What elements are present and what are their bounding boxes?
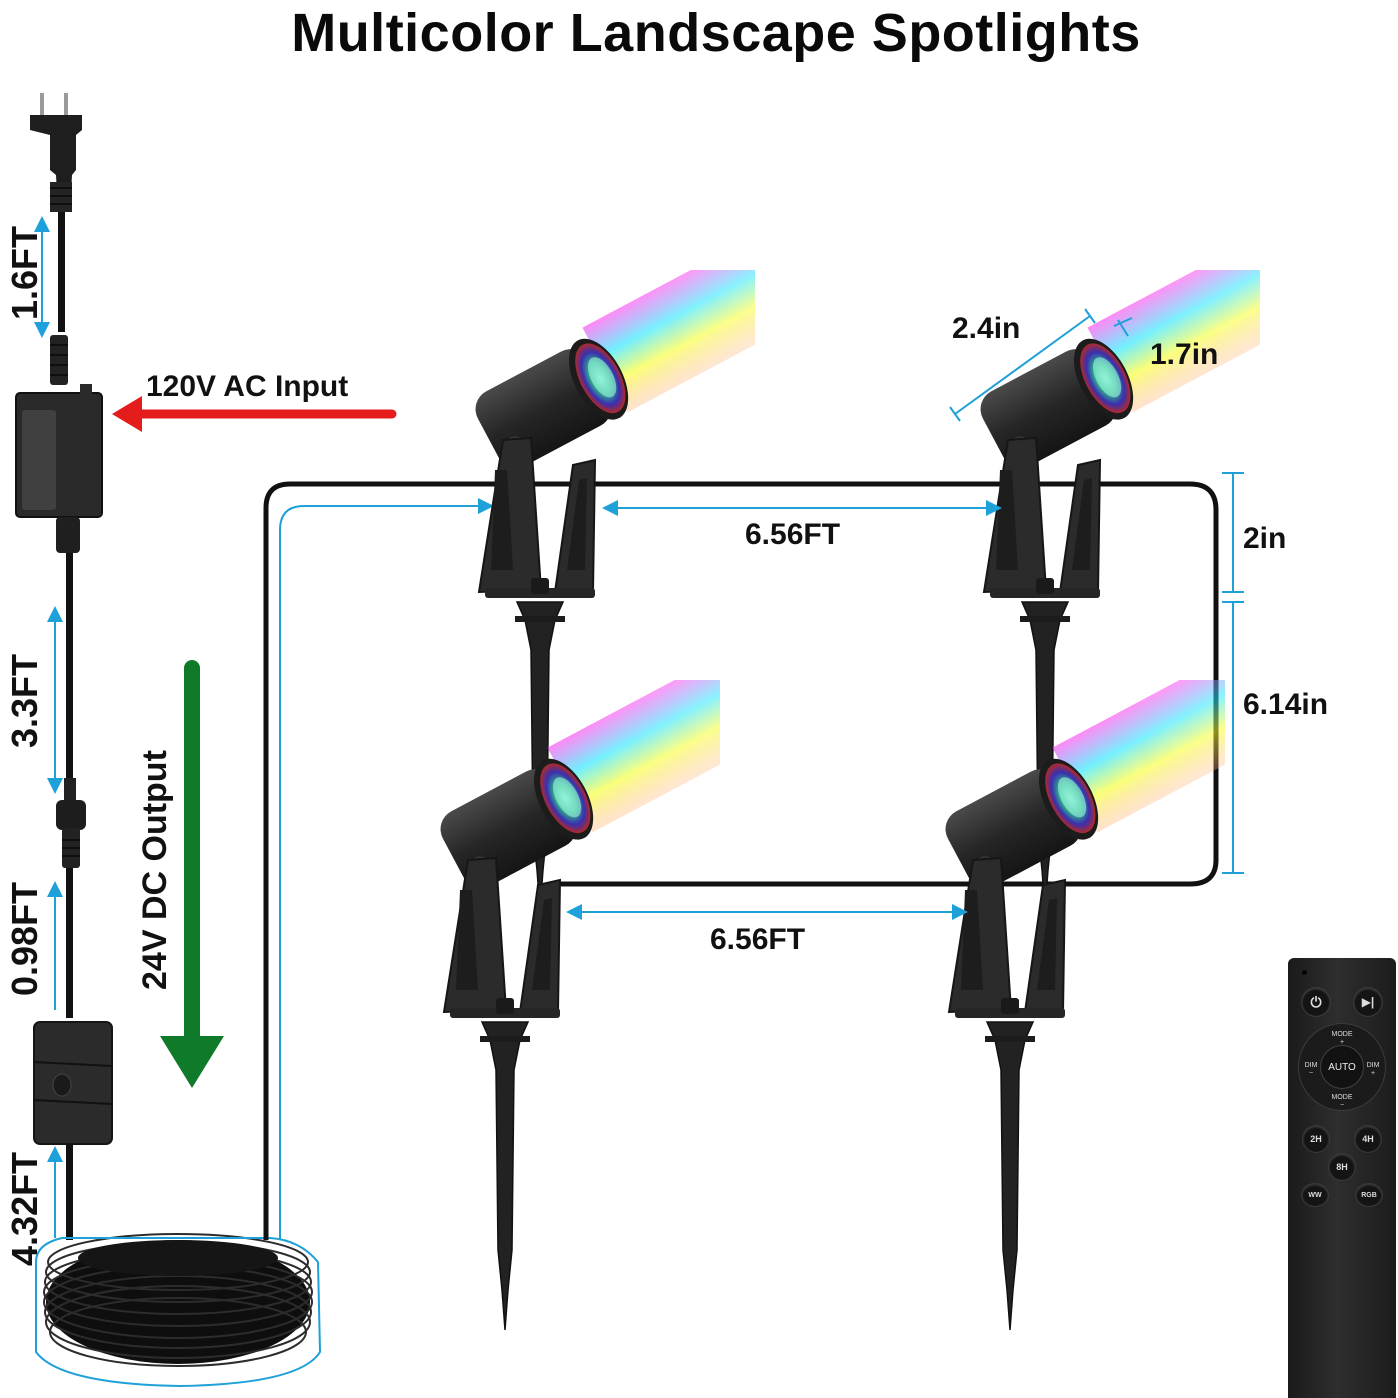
- cable-coil: [35, 1233, 322, 1388]
- output-label: 24V DC Output: [136, 750, 174, 990]
- spotlight-bottom-right: [938, 640, 1301, 1330]
- ir-receiver-box: [33, 1021, 113, 1145]
- auto-button[interactable]: AUTO: [1321, 1046, 1363, 1088]
- timer-8h-button[interactable]: 8H: [1329, 1154, 1355, 1180]
- input-label: 120V AC Input: [146, 370, 349, 403]
- dpad: MODE + DIM − DIM + MODE − AUTO: [1299, 1024, 1385, 1110]
- remote-control: ⏻ ▶| MODE + DIM − DIM + MODE − AUTO 2H 4…: [1288, 958, 1396, 1398]
- dim-down-button[interactable]: DIM −: [1304, 1062, 1318, 1077]
- cord-length-3: 0.98FT: [4, 881, 45, 996]
- spotlight-bottom-left: [433, 640, 796, 1330]
- lens-diameter-label: 1.7in: [1150, 338, 1219, 371]
- output-arrow: [160, 660, 224, 1088]
- rgb-button[interactable]: RGB: [1356, 1184, 1382, 1206]
- input-arrow: [112, 396, 397, 432]
- spacing-bottom-label: 6.56FT: [710, 923, 806, 956]
- stake-height-label: 6.14in: [1243, 688, 1329, 721]
- cord-length-4: 4.32FT: [4, 1151, 45, 1266]
- ir-emitter: [1302, 970, 1307, 975]
- page-title: Multicolor Landscape Spotlights: [291, 3, 1141, 63]
- cable-connector: [56, 778, 86, 868]
- power-adapter: [15, 384, 103, 518]
- warm-white-button[interactable]: WW: [1302, 1184, 1328, 1206]
- cord-length-2: 3.3FT: [4, 653, 45, 748]
- bracket-height-label: 2in: [1243, 522, 1287, 555]
- power-icon[interactable]: ⏻: [1302, 988, 1330, 1016]
- timer-2h-button[interactable]: 2H: [1303, 1126, 1329, 1152]
- cord-length-1: 1.6FT: [4, 225, 45, 320]
- play-next-icon[interactable]: ▶|: [1354, 988, 1382, 1016]
- lamp-length-label: 2.4in: [952, 312, 1021, 345]
- mode-down-button[interactable]: MODE −: [1331, 1094, 1353, 1109]
- dim-up-button[interactable]: DIM +: [1366, 1062, 1380, 1077]
- spacing-top-label: 6.56FT: [745, 518, 841, 551]
- mode-up-button[interactable]: MODE +: [1331, 1031, 1353, 1046]
- plug-icon: [30, 93, 82, 212]
- timer-4h-button[interactable]: 4H: [1355, 1126, 1381, 1152]
